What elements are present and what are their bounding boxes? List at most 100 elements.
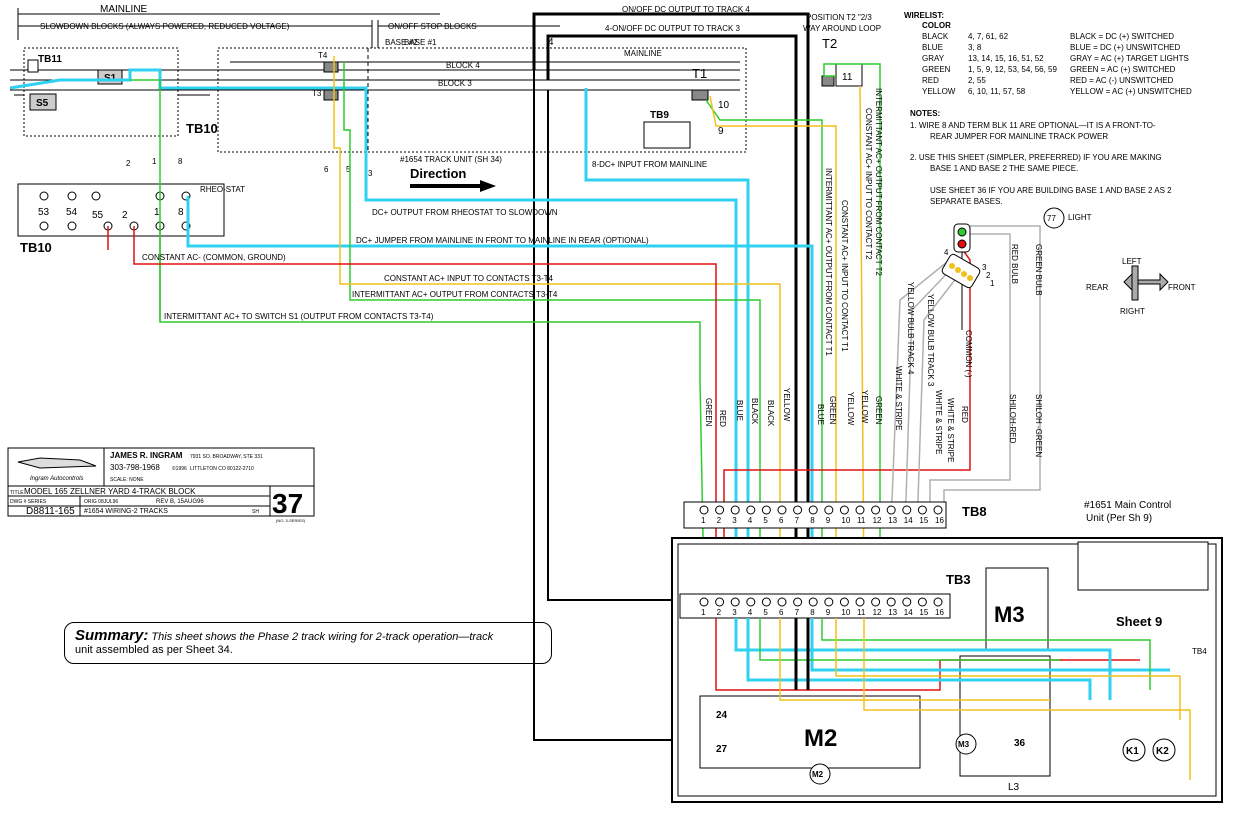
sheet9-label: Sheet 9 [1116,614,1162,629]
t3-label: T3 [312,89,322,98]
color-label: BLUE [816,404,825,425]
m2-module [699,695,921,769]
block3-label: BLOCK 3 [438,79,472,88]
city-label: LITTLETON CO 80122-2710 [190,466,254,472]
terminal-screw [777,505,787,515]
terminal-screw [871,597,881,607]
constant-ac-t3t4-label: CONSTANT AC+ INPUT TO CONTACTS T3-T4 [384,274,554,283]
wirelist-wires: 3, 8 [968,43,982,52]
m2-small-label: M2 [812,770,824,779]
onoff-track4-label: ON/OFF DC OUTPUT TO TRACK 4 [622,5,750,14]
tb4-label: TB4 [1192,647,1207,656]
terminal-screw [699,597,709,607]
wire1-label: 1 [152,157,157,166]
white-stripe-1: WHITE & STRIPE [894,366,903,430]
k1-label: K1 [1126,746,1139,757]
note-2c: USE SHEET 36 IF YOU ARE BUILDING BASE 1 … [930,186,1172,195]
term-1: 1 [154,207,160,218]
sh-label: SH [252,509,259,515]
subtitle-text: #1654 WIRING-2 TRACKS [84,508,168,515]
terminal-number: 10 [841,608,850,617]
light-label: LIGHT [1068,213,1092,222]
summary-body1: This sheet shows the Phase 2 track wirin… [148,631,494,643]
terminal-number: 3 [732,608,737,617]
dwg-lbl: DWG # SERIES [10,499,47,505]
tb11-label: TB11 [38,54,62,65]
terminal-screw [715,597,725,607]
color-label: GREEN [874,396,883,425]
color-label: GREEN [704,398,713,427]
t4-label: T4 [318,51,328,60]
terminal-number: 11 [857,608,866,617]
wirelist-title: WIRELIST: [904,11,944,20]
v-intermittant-t1: INTERMITTANT AC+ OUTPUT FROM CONTACT T1 [824,168,833,356]
control-internal-wires [715,618,1191,780]
summary-body2: unit assembled as per Sheet 34. [75,644,233,656]
term-54: 54 [66,207,78,218]
sheet9-inset [1077,541,1209,591]
k1-relay [1122,738,1146,762]
n11-label: 11 [842,72,853,83]
sig-n4: 4 [944,248,949,257]
terminal-number: 5 [763,516,768,525]
wire2-label: 2 [126,159,131,168]
terminal-number: 13 [888,608,897,617]
m3-module [985,567,1049,651]
n9-label: 9 [718,126,724,137]
note-2b: BASE 1 AND BASE 2 THE SAME PIECE. [930,164,1078,173]
red-label: RED [960,406,969,423]
base1-label: BASE #1 [404,38,437,47]
terminal-screw [793,505,803,515]
n10-label: 10 [718,100,730,111]
color-label: YELLOW [846,392,855,426]
intermittant-s1-label: INTERMITTANT AC+ TO SWITCH S1 (OUTPUT FR… [164,312,434,321]
wirelist-color: YELLOW [922,87,956,96]
terminal-number: 4 [748,516,753,525]
white-stripe-2: WHITE & STRIPE [934,390,943,454]
tb9-block [643,121,691,149]
notes-title: NOTES: [910,109,940,118]
terminal-screw [855,597,865,607]
terminal-screw [761,597,771,607]
wirelist-color: GREEN [922,65,951,74]
color-label: GREEN [828,396,837,425]
tb8-label: TB8 [962,504,987,519]
main-control-label: #1651 Main Control [1084,500,1171,511]
wirelist-color: BLACK [922,32,949,41]
t3-contact [323,89,339,101]
term-53: 53 [38,207,50,218]
yellow-t4-label: YELLOW BULB TRACK 4 [906,282,915,375]
num4-label: 4 [548,37,554,48]
color-label: BLACK [750,398,759,425]
wirelist-color-hdr: COLOR [922,21,951,30]
base2-label: BASE #2 [385,38,418,47]
v-constant-t1: CONSTANT AC+ INPUT TO CONTACT T1 [840,200,849,352]
bottom-color-labels: GREEN RED BLUE BLACK BLACK YELLOW BLUE G… [704,388,883,427]
s5-label: S5 [36,98,49,109]
white-stripe-3: WHITE & STRIPE [946,398,955,462]
constant-ac-minus-label: CONSTANT AC- (COMMON, GROUND) [142,253,286,262]
compass-right: RIGHT [1120,307,1145,316]
dwg-number: D8811-165 [26,506,75,517]
n27-label: 27 [716,744,728,755]
terminal-screw [839,505,849,515]
tb10-top-label: TB10 [186,121,218,136]
signal-77: 77 [1047,214,1056,223]
tb11-board [23,47,179,137]
terminal-screw [886,597,896,607]
green-wires [130,62,881,591]
tb11-terminal [27,59,39,73]
terminal-number: 8 [810,516,815,525]
k2-relay [1152,738,1176,762]
note-2a: 2. USE THIS SHEET (SIMPLER, PREFERRED) I… [910,153,1162,162]
signal-head [941,207,1065,330]
terminal-number: 8 [810,608,815,617]
terminal-number: 13 [888,516,897,525]
terminal-number: 9 [826,516,831,525]
terminal-screw [746,597,756,607]
terminal-number: 12 [873,516,882,525]
copyright-label: ©1996 [172,465,187,472]
tb9-label: TB9 [650,110,669,121]
